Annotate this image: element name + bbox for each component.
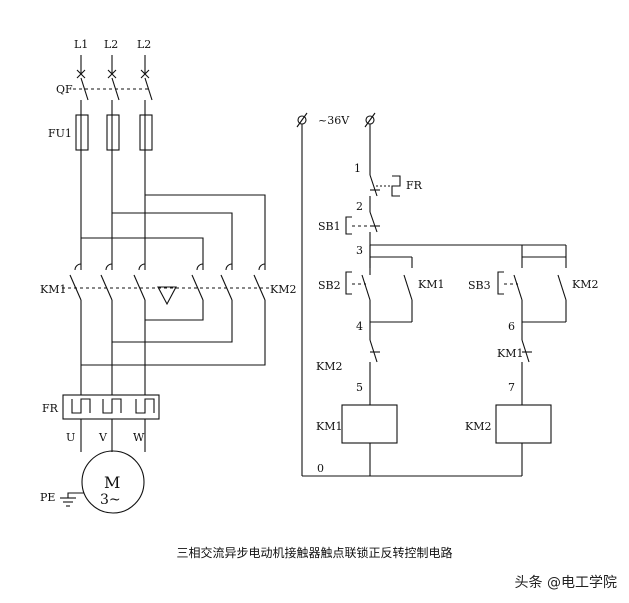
km2-coil <box>495 404 552 444</box>
fuse-l1 <box>75 114 89 151</box>
label-km1-interlock: KM1 <box>497 347 523 360</box>
label-l2-a: L2 <box>104 38 118 51</box>
label-qf: QF <box>56 83 73 96</box>
interlock-triangle <box>157 286 177 306</box>
fr-control-contact <box>369 174 401 212</box>
label-v: V <box>98 431 108 444</box>
label-pe: PE <box>40 491 55 504</box>
motor-label-phase: 3~ <box>100 492 121 508</box>
label-u: U <box>66 431 75 444</box>
motor-label-m: M <box>104 473 120 492</box>
label-node-5: 5 <box>356 381 363 394</box>
label-sb1: SB1 <box>318 220 341 233</box>
label-km1-main: KM1 <box>40 283 66 296</box>
label-l1: L1 <box>74 38 88 51</box>
control-circuit: ~36V 0 1 FR 2 SB1 3 <box>296 112 598 477</box>
label-sb2: SB2 <box>318 279 341 292</box>
sb2-forward-button <box>345 268 371 301</box>
watermark: 头条 @电工学院 <box>514 575 617 591</box>
sb3-reverse-button <box>497 271 523 301</box>
label-fr-main: FR <box>42 402 59 415</box>
label-node-7: 7 <box>508 381 515 394</box>
fuse-l2 <box>106 114 120 151</box>
label-sb3: SB3 <box>468 279 491 292</box>
km1-coil <box>341 404 398 444</box>
label-node-2: 2 <box>356 200 363 213</box>
sb1-stop-button <box>345 211 380 235</box>
label-w: W <box>133 431 145 444</box>
power-circuit: L1 L2 L2 QF FU1 <box>40 38 296 514</box>
motor <box>81 450 145 514</box>
thermal-relay-box <box>62 394 160 420</box>
label-node-4: 4 <box>356 320 363 333</box>
diagram-caption: 三相交流异步电动机接触器触点联锁正反转控制电路 <box>176 546 453 560</box>
label-km2-hold: KM2 <box>572 278 598 291</box>
fuse-l3 <box>139 114 153 151</box>
label-fr-control: FR <box>406 179 423 192</box>
label-node-6: 6 <box>508 320 515 333</box>
label-node-3: 3 <box>356 244 363 257</box>
label-node-0: 0 <box>317 462 324 475</box>
label-node-1: 1 <box>354 162 361 175</box>
label-km2-main: KM2 <box>270 283 296 296</box>
label-km2-coil: KM2 <box>465 420 491 433</box>
label-km1-hold: KM1 <box>418 278 444 291</box>
label-km1-coil: KM1 <box>316 420 342 433</box>
label-l2-b: L2 <box>137 38 151 51</box>
label-km2-interlock: KM2 <box>316 360 342 373</box>
label-fu1: FU1 <box>48 127 72 140</box>
label-supply: ~36V <box>318 114 350 127</box>
